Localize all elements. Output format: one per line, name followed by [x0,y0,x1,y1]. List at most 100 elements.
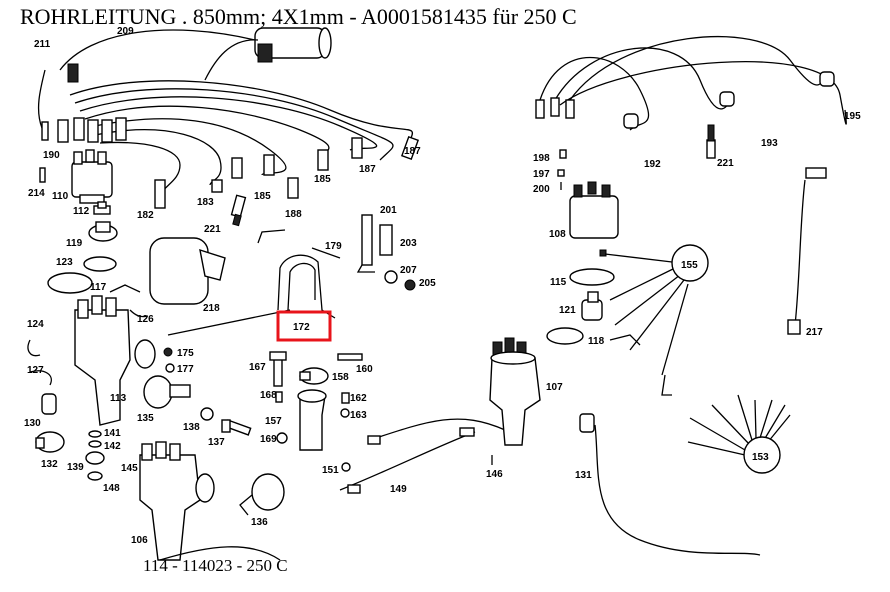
clip-124 [27,339,41,357]
leader-lines-153 [687,394,791,456]
washer-169 [276,432,288,444]
cable-149 [339,431,476,491]
label-136: 136 [251,517,268,528]
pipe-172 [277,254,336,319]
label-193: 193 [761,138,778,149]
lead-131 [594,424,761,556]
sensor-217 [794,179,806,326]
label-218: 218 [203,303,220,314]
distributor-107 [489,337,541,446]
label-188: 188 [285,209,302,220]
nut-207 [384,270,398,284]
label-118: 118 [588,336,605,347]
label-127: 127 [27,365,44,376]
screw-162 [341,392,350,404]
lead-211 [37,69,46,129]
rotor-121 [581,291,603,321]
label-107: 107 [546,382,563,393]
label-200: 200 [533,184,550,195]
distributor-upper [74,295,156,426]
label-221-a: 221 [204,224,221,235]
label-142: 142 [104,441,121,452]
bolt-160 [337,353,363,361]
footer-lead [159,546,281,561]
distributor-lower-106 [139,441,215,561]
label-163: 163 [350,410,367,421]
cable-upper [369,418,506,441]
screw-155a [599,249,607,257]
screw-168 [275,391,283,403]
label-207: 207 [400,265,417,276]
bolt-167 [269,351,287,387]
plate-123 [83,256,117,272]
label-145: 145 [121,463,138,474]
label-168: 168 [260,390,277,401]
screw-205 [404,279,416,291]
label-205: 205 [419,278,436,289]
label-187-b: 187 [404,146,421,157]
rotor-119 [88,221,118,242]
label-185-a: 185 [254,191,271,202]
label-135: 135 [137,413,154,424]
label-106: 106 [131,535,148,546]
ignition-coil [204,27,332,81]
footer-caption: 114 - 114023 - 250 C [143,556,288,575]
bracket-201 [356,214,375,273]
spring-clip [661,374,672,396]
label-201: 201 [380,205,397,216]
coil-lead-209 [59,29,256,71]
sensor-217-head [805,167,827,179]
distributor-cap-110 [71,149,113,204]
label-158: 158 [332,372,349,383]
label-108: 108 [549,229,566,240]
washer-163 [340,408,350,418]
vacuum-unit-135 [143,375,191,409]
distributor-cap-108 [569,181,619,239]
label-141: 141 [104,428,121,439]
label-187-a: 187 [359,164,376,175]
nut-138 [200,407,214,421]
label-211: 211 [34,39,51,50]
label-157: 157 [265,416,282,427]
leader-lines-155 [604,253,689,376]
part-190-terminal [41,121,49,141]
callout-circle-153 [743,436,781,474]
clamp-158 [299,367,329,385]
label-126: 126 [137,314,154,325]
sensor-217-tip [787,319,801,335]
label-151: 151 [322,465,339,476]
label-137: 137 [208,437,225,448]
label-177: 177 [177,364,194,375]
label-185-b: 185 [314,174,331,185]
rotor-112 [93,201,111,215]
label-221-b: 221 [717,158,734,169]
condenser-130 [41,393,57,415]
label-149: 149 [390,484,407,495]
label-121: 121 [559,305,576,316]
label-203: 203 [400,238,417,249]
gasket-115 [569,268,615,286]
washer-stack [85,430,105,481]
label-123: 123 [56,257,73,268]
leader-line-175 [167,309,291,336]
clip-126 [129,309,149,318]
callout-circle-155 [671,244,709,282]
label-190: 190 [43,150,60,161]
label-195: 195 [844,111,861,122]
part-198 [559,149,567,159]
breaker-plate-117 [47,272,141,294]
label-155: 155 [681,260,698,271]
label-113: 113 [110,393,127,404]
label-117: 117 [90,282,107,293]
label-192: 192 [644,159,661,170]
ht-lead-bundle [57,80,420,209]
label-162: 162 [350,393,367,404]
label-198: 198 [533,153,550,164]
label-169: 169 [260,434,277,445]
label-209: 209 [117,26,134,37]
label-131: 131 [575,470,592,481]
label-214: 214 [28,188,45,199]
ht-leads-right [535,36,847,131]
